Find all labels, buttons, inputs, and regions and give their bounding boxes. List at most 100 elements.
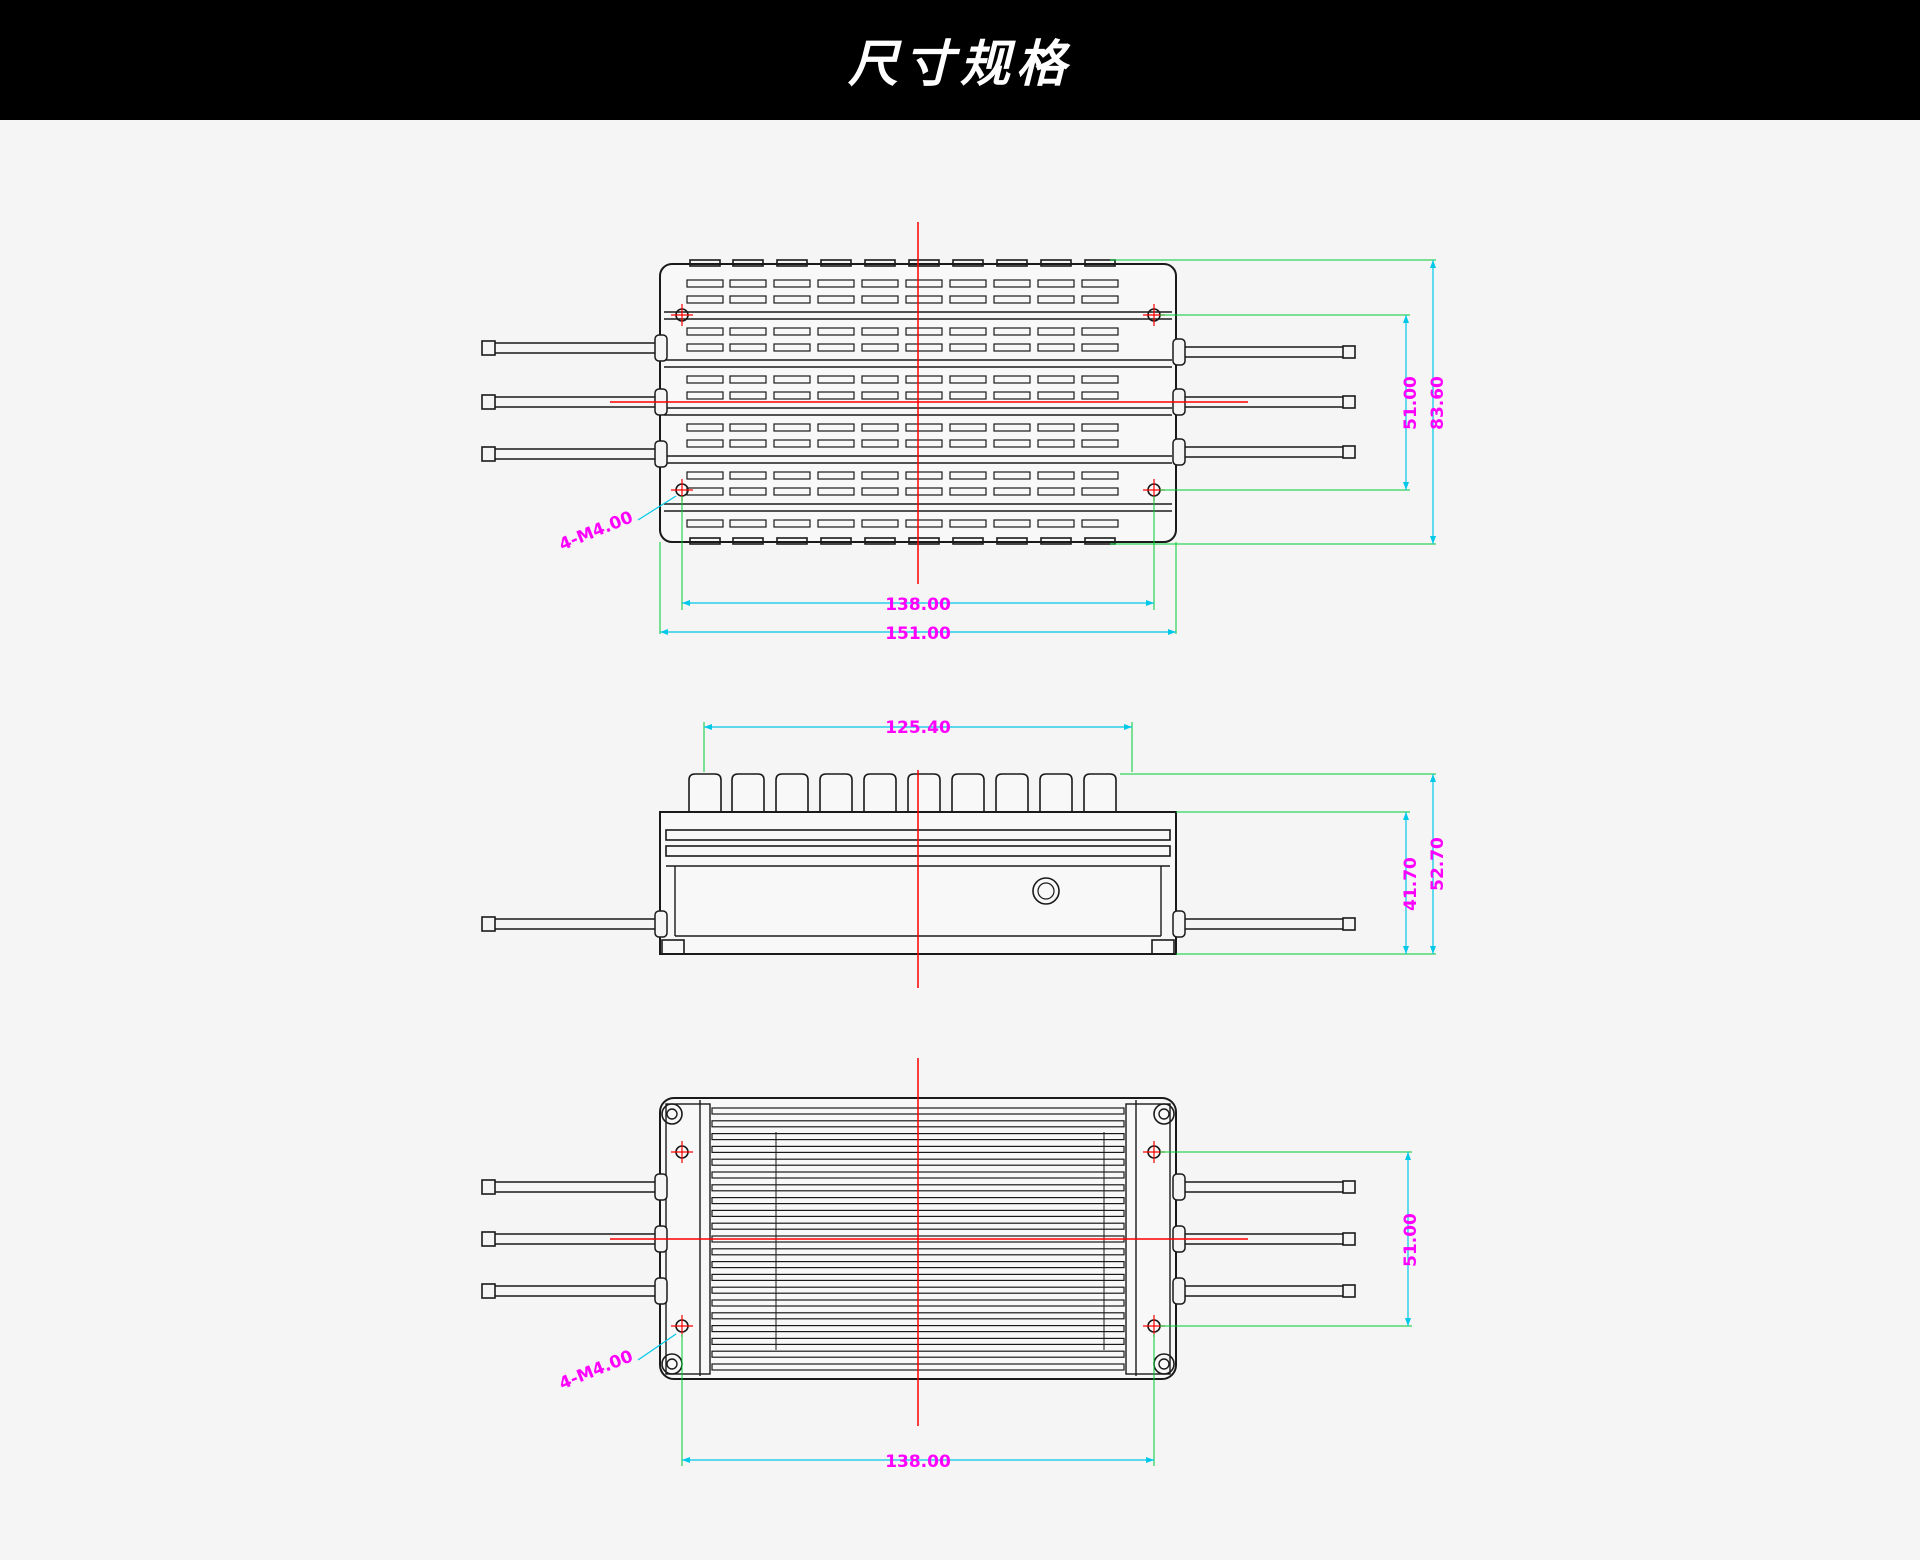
top-left-lead-0-wire-tip	[481, 340, 496, 356]
top-slot-9-3	[817, 423, 855, 432]
side-fin-7	[995, 773, 1029, 812]
bottom-right-lead-1-wire-tip	[1342, 1232, 1356, 1246]
side-dim-line-body-arrow-bottom	[1403, 946, 1409, 954]
top-dim-width-total: 151.00	[885, 624, 951, 644]
top-slot-1-8	[1037, 295, 1075, 304]
top-slot-7-9	[1081, 391, 1119, 400]
top-callout-leader	[637, 495, 677, 521]
top-slot-4-3	[817, 343, 855, 352]
top-slot-0-2	[773, 279, 811, 288]
top-slot-9-6	[949, 423, 987, 432]
top-dim-line-height-total-arrow-bottom	[1430, 536, 1436, 544]
side-fin-9	[1083, 773, 1117, 812]
top-slot-3-1	[729, 327, 767, 336]
top-slot-4-6	[949, 343, 987, 352]
top-right-lead-0-grommet	[1172, 338, 1186, 366]
top-slot-12-2	[773, 471, 811, 480]
top-slot-10-9	[1081, 439, 1119, 448]
side-dim-line-fins-arrow-left	[704, 724, 712, 730]
top-slot-3-4	[861, 327, 899, 336]
top-slot-15-1	[729, 519, 767, 528]
top-slot-4-4	[861, 343, 899, 352]
side-dim-fin-span: 125.40	[885, 718, 951, 738]
side-fin-4	[863, 773, 897, 812]
top-left-lead-0-grommet	[654, 334, 668, 362]
top-slot-3-0	[686, 327, 724, 336]
top-right-lead-1-wire-tip	[1342, 395, 1356, 409]
top-slot-1-6	[949, 295, 987, 304]
top-slot-7-0	[686, 391, 724, 400]
top-slot-4-0	[686, 343, 724, 352]
top-slot-10-5	[905, 439, 943, 448]
bottom-left-lead-2-grommet	[654, 1277, 668, 1305]
top-slot-10-7	[993, 439, 1031, 448]
bottom-screw-inner-2	[666, 1358, 678, 1370]
top-slot-9-1	[729, 423, 767, 432]
top-slot-7-2	[773, 391, 811, 400]
top-slot-0-1	[729, 279, 767, 288]
top-dim-line-height-holes-arrow-top	[1403, 315, 1409, 323]
bottom-dim-height-holes: 51.00	[1401, 1213, 1421, 1267]
side-fin-3	[819, 773, 853, 812]
top-slot-12-8	[1037, 471, 1075, 480]
top-dim-width-holes: 138.00	[885, 595, 951, 615]
top-slot-6-6	[949, 375, 987, 384]
top-slot-13-2	[773, 487, 811, 496]
bottom-right-lead-0-grommet	[1172, 1173, 1186, 1201]
top-slot-12-1	[729, 471, 767, 480]
top-fin-tab-3	[820, 259, 852, 267]
page-header: 尺寸规格	[0, 0, 1920, 120]
bottom-fin-tab-2	[776, 537, 808, 545]
side-fin-0	[688, 773, 722, 812]
top-slot-0-8	[1037, 279, 1075, 288]
top-fin-tab-1	[732, 259, 764, 267]
top-slot-13-1	[729, 487, 767, 496]
bottom-screw-0	[661, 1103, 683, 1125]
top-slot-6-3	[817, 375, 855, 384]
top-slot-1-0	[686, 295, 724, 304]
top-fin-tab-4	[864, 259, 896, 267]
bottom-fin-tab-9	[1084, 537, 1116, 545]
bottom-fin-tab-1	[732, 537, 764, 545]
top-slot-3-6	[949, 327, 987, 336]
top-slot-4-7	[993, 343, 1031, 352]
top-slot-1-7	[993, 295, 1031, 304]
side-right-lead-wire-tip	[1342, 917, 1356, 931]
side-fin-6	[951, 773, 985, 812]
top-right-lead-0-wire-tip	[1342, 345, 1356, 359]
bottom-fin-tab-3	[820, 537, 852, 545]
top-slot-13-7	[993, 487, 1031, 496]
side-left-lead-grommet	[654, 910, 668, 938]
bottom-fin-tab-5	[908, 537, 940, 545]
top-slot-12-3	[817, 471, 855, 480]
top-slot-9-0	[686, 423, 724, 432]
top-slot-9-5	[905, 423, 943, 432]
top-slot-10-4	[861, 439, 899, 448]
bottom-fin-tab-8	[1040, 537, 1072, 545]
top-slot-3-8	[1037, 327, 1075, 336]
side-foot-right	[1151, 939, 1175, 955]
top-slot-0-5	[905, 279, 943, 288]
top-dim-line-height-holes-arrow-bottom	[1403, 482, 1409, 490]
side-connector-inner	[1037, 882, 1055, 900]
top-slot-12-5	[905, 471, 943, 480]
top-slot-15-4	[861, 519, 899, 528]
top-slot-1-4	[861, 295, 899, 304]
side-right-lead-grommet	[1172, 910, 1186, 938]
top-dim-line-height-total-arrow-top	[1430, 260, 1436, 268]
top-left-lead-1-wire-tip	[481, 394, 496, 410]
top-slot-0-4	[861, 279, 899, 288]
top-slot-15-3	[817, 519, 855, 528]
top-dim-height-holes: 51.00	[1401, 376, 1421, 430]
top-slot-1-1	[729, 295, 767, 304]
top-slot-9-8	[1037, 423, 1075, 432]
top-view	[481, 222, 1436, 635]
bottom-left-lead-1-wire-tip	[481, 1231, 496, 1247]
side-foot-left	[661, 939, 685, 955]
bottom-dim-line-height-arrow-bottom	[1405, 1318, 1411, 1326]
side-dim-total-height: 52.70	[1428, 837, 1448, 891]
bottom-left-lead-0-wire-tip	[481, 1179, 496, 1195]
top-slot-15-0	[686, 519, 724, 528]
top-slot-1-2	[773, 295, 811, 304]
top-slot-6-8	[1037, 375, 1075, 384]
